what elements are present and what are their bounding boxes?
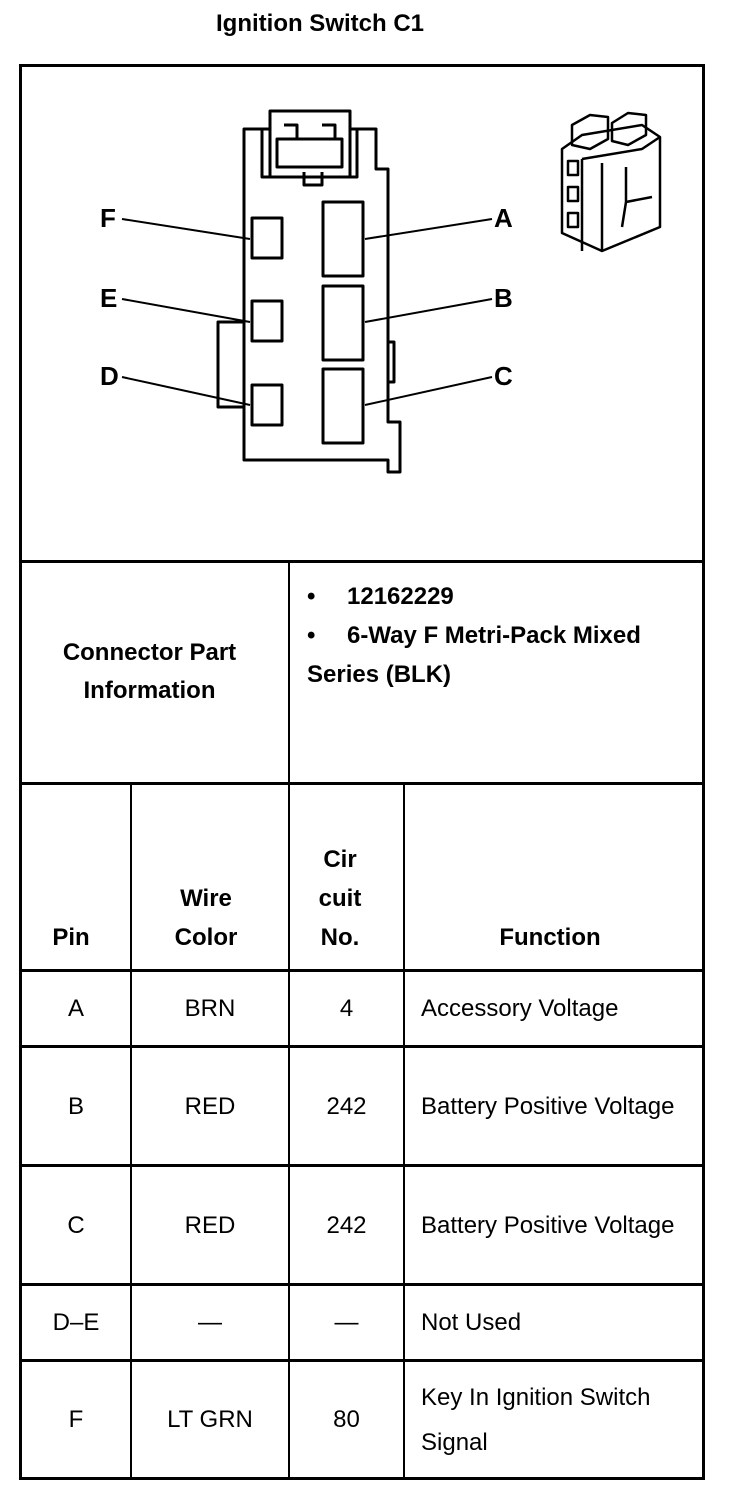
pin-cell: D–E — [52, 1309, 100, 1336]
leader-line-D — [121, 376, 251, 406]
circuit-cell: 242 — [326, 1092, 367, 1120]
function-cell: Battery Positive Voltage — [421, 1092, 675, 1120]
connector-latch — [260, 129, 359, 179]
circuit-cell: 4 — [339, 995, 354, 1022]
circuit-cell: 242 — [326, 1211, 367, 1239]
wire-color-cell: BRN — [184, 995, 236, 1022]
circuit-cell: 80 — [333, 1406, 360, 1433]
leader-line-F — [121, 218, 251, 240]
divider — [130, 785, 132, 1477]
function-cell: Not Used — [421, 1309, 522, 1336]
connector-diagram: F E D A B C — [100, 109, 662, 474]
pin-label-C: C — [494, 361, 513, 391]
wire-color-cell: RED — [184, 1211, 236, 1239]
connector-isometric-view — [560, 111, 662, 253]
connector-body — [242, 109, 402, 474]
divider — [22, 969, 702, 972]
pin-cell: A — [67, 995, 84, 1022]
leader-line-A — [364, 218, 493, 240]
header-wire-color: Wire Color — [174, 885, 238, 951]
divider — [22, 560, 702, 563]
pin-label-D: D — [100, 361, 119, 391]
connector-table-frame: F E D A B C Connector Part Information •… — [19, 64, 705, 1480]
header-pin: Pin — [52, 924, 90, 951]
divider — [22, 1359, 702, 1362]
pin-label-E: E — [100, 283, 117, 313]
connector-key — [216, 320, 244, 409]
part-info-values: •12162229 •6-Way F Metri-Pack Mixed Seri… — [307, 577, 697, 694]
leader-line-B — [364, 298, 493, 323]
part-description: •6-Way F Metri-Pack Mixed Series (BLK) — [307, 622, 641, 688]
divider — [288, 563, 290, 782]
pin-cell: B — [67, 1092, 84, 1120]
header-function: Function — [499, 924, 601, 951]
pin-cell: C — [67, 1211, 85, 1239]
pin-label-F: F — [100, 203, 116, 233]
cavity-E — [250, 299, 284, 343]
function-cell: Accessory Voltage — [421, 995, 619, 1022]
wire-color-cell: LT GRN — [167, 1406, 253, 1433]
leader-line-C — [364, 376, 493, 406]
wire-color-cell: — — [198, 1309, 222, 1336]
page-title: Ignition Switch C1 — [216, 10, 424, 37]
part-info-label: Connector Part Information — [62, 639, 237, 704]
pin-label-A: A — [494, 203, 513, 233]
function-cell: Key In Ignition Switch Signal — [421, 1383, 651, 1456]
divider — [22, 1283, 702, 1286]
cavity-C — [321, 367, 365, 445]
circuit-cell: — — [334, 1309, 359, 1336]
divider — [22, 1045, 702, 1048]
divider — [403, 785, 405, 1477]
cavity-A — [321, 200, 365, 278]
divider — [22, 1164, 702, 1167]
cavity-D — [250, 383, 284, 427]
cavity-B — [321, 284, 365, 362]
pin-label-B: B — [494, 283, 513, 313]
divider — [288, 785, 290, 1477]
cavity-F — [250, 216, 284, 260]
wire-color-cell: RED — [184, 1092, 236, 1120]
leader-line-E — [121, 298, 251, 323]
pin-cell: F — [68, 1406, 84, 1433]
function-cell: Battery Positive Voltage — [421, 1211, 675, 1239]
part-number: •12162229 — [307, 583, 454, 610]
divider — [22, 782, 702, 785]
header-circuit-number: Cir cuit No. — [318, 846, 362, 951]
